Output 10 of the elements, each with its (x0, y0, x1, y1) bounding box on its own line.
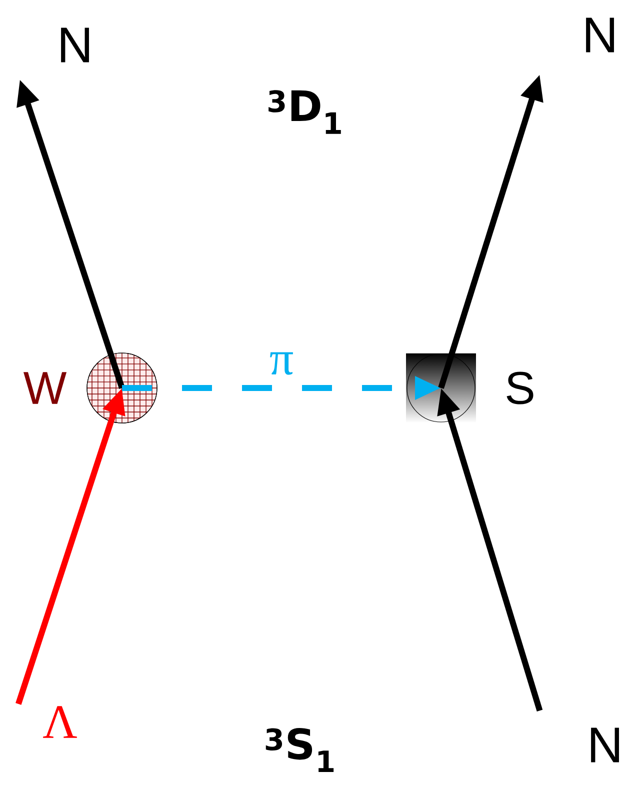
node-label: N (591, 728, 619, 762)
node-label: Λ (43, 706, 77, 738)
edge-label: π (268, 351, 295, 376)
node-label: N (61, 28, 89, 62)
vertex-label: W (24, 372, 67, 404)
vertex-circle (86, 352, 158, 424)
state-label: $^{3}$S$_{1}$ (266, 728, 334, 772)
state-label: $^{3}$D$_{1}$ (268, 90, 341, 134)
vertex-label: S (506, 372, 534, 404)
node-label: N (586, 18, 614, 52)
